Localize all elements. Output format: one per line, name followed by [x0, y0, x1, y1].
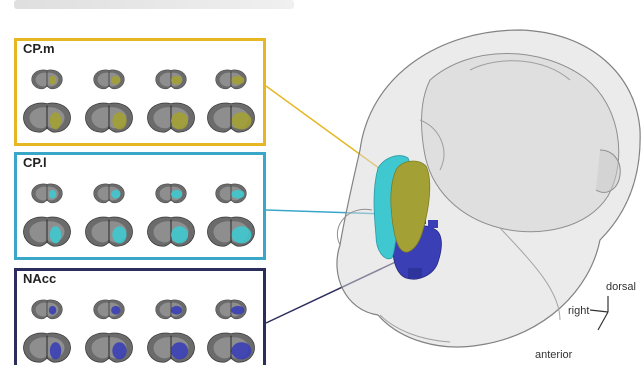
axis-label-dorsal: dorsal	[606, 281, 636, 293]
orientation-axes	[590, 296, 608, 330]
axis-label-right: right	[568, 305, 589, 317]
axis-label-anterior: anterior	[535, 349, 572, 361]
